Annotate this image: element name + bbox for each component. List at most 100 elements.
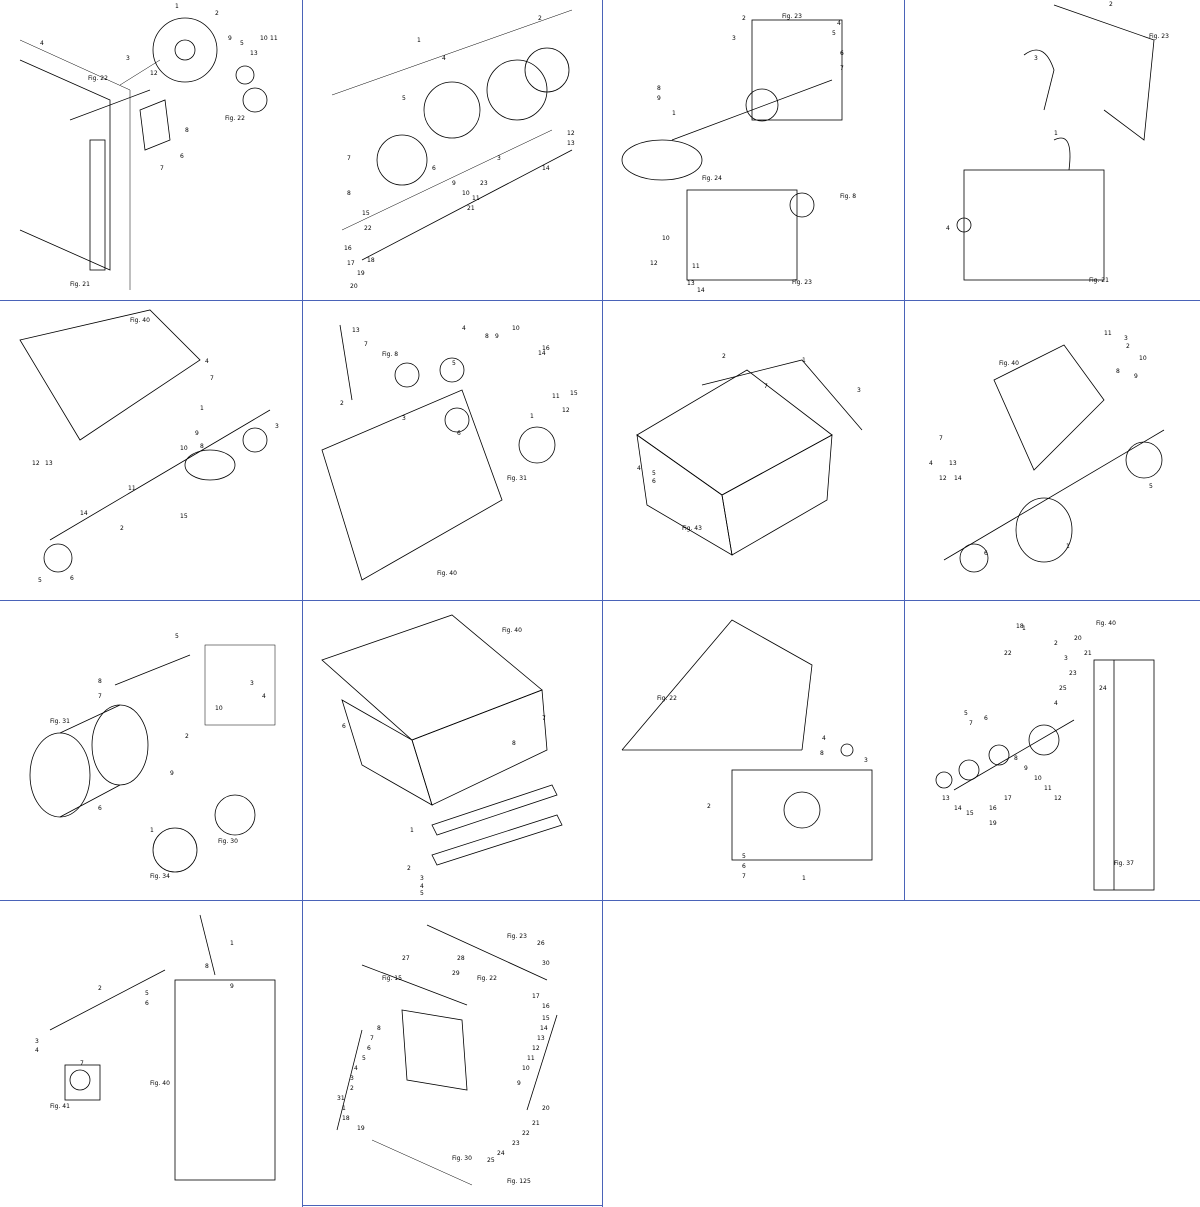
svg-text:2: 2	[215, 10, 219, 17]
svg-text:13: 13	[949, 460, 957, 467]
svg-text:9: 9	[195, 430, 199, 437]
svg-text:18: 18	[342, 1115, 350, 1122]
svg-text:22: 22	[364, 225, 372, 232]
diagram-panel-1[interactable]: Fig. 22 Fig. 21 Fig. 22 1 2 3 4 5 6 7 8 …	[0, 0, 300, 300]
exploded-view-sprocket-housing: Fig. 8 Fig. 31 Fig. 40 1 2 3 4 5 6 7 8 9…	[321, 324, 578, 581]
svg-text:5: 5	[742, 853, 746, 860]
svg-text:5: 5	[145, 990, 149, 997]
grid-separator	[0, 900, 1200, 901]
exploded-view-shaft-frame: Fig. 40 Fig. 37 1 2 3 4 5 6 7 8 9 10 11 …	[935, 620, 1155, 891]
svg-text:1: 1	[1054, 130, 1058, 137]
svg-text:3: 3	[350, 1075, 354, 1082]
svg-text:10: 10	[180, 445, 188, 452]
svg-text:1: 1	[417, 37, 421, 44]
diagram-panel-12[interactable]: Fig. 40 Fig. 37 1 2 3 4 5 6 7 8 9 10 11 …	[904, 600, 1200, 900]
svg-text:31: 31	[337, 1095, 345, 1102]
diagram-panel-10[interactable]: Fig. 40 1 2 3 4 5 6 7 8	[302, 600, 602, 900]
svg-text:13: 13	[352, 327, 360, 334]
svg-text:11: 11	[472, 195, 480, 202]
diagram-panel-9[interactable]: Fig. 31 Fig. 30 Fig. 34 1 2 3 4 5 6 7 8 …	[0, 600, 300, 900]
svg-text:20: 20	[542, 1105, 550, 1112]
diagram-panel-4[interactable]: Fig. 23 Fig. 21 1 2 3 4	[904, 0, 1200, 300]
svg-text:3: 3	[275, 423, 279, 430]
svg-text:2: 2	[707, 803, 711, 810]
callout-label: Fig. 37	[1114, 860, 1134, 867]
diagram-panel-14[interactable]: Fig. 23 Fig. 22 Fig. 15 Fig. 30 Fig. 125…	[302, 900, 602, 1200]
svg-text:7: 7	[969, 720, 973, 727]
svg-text:5: 5	[362, 1055, 366, 1062]
svg-text:1: 1	[230, 940, 234, 947]
svg-text:1: 1	[672, 110, 676, 117]
svg-text:22: 22	[1004, 650, 1012, 657]
diagram-panel-11[interactable]: Fig. 22 1 2 3 4 5 6 7 8	[602, 600, 902, 900]
callout-label: Fig. 23	[1149, 33, 1169, 40]
svg-text:10: 10	[215, 705, 223, 712]
svg-text:22: 22	[522, 1130, 530, 1137]
svg-text:6: 6	[432, 165, 436, 172]
svg-text:12: 12	[567, 130, 575, 137]
svg-text:9: 9	[1134, 373, 1138, 380]
exploded-view-housing-shaft: Fig. 40 1 2 3 4 5 6 7 8 9 10 11 12 13 14…	[19, 309, 279, 584]
svg-text:11: 11	[527, 1055, 535, 1062]
diagram-panel-2[interactable]: 1 2 3 4 5 6 7 8 9 10 11 12 13 14 15 16 1…	[302, 0, 602, 300]
exploded-view-drum-chain: Fig. 31 Fig. 30 Fig. 34 1 2 3 4 5 6 7 8 …	[29, 633, 276, 880]
svg-text:2: 2	[1126, 343, 1130, 350]
exploded-view-chute-frame: Fig. 23 Fig. 21 1 2 3 4	[946, 1, 1169, 284]
callout-label: Fig. 21	[1089, 277, 1109, 284]
svg-text:1: 1	[410, 827, 414, 834]
svg-text:11: 11	[128, 485, 136, 492]
svg-text:8: 8	[205, 963, 209, 970]
svg-text:5: 5	[240, 40, 244, 47]
callout-label: Fig. 23	[782, 13, 802, 20]
svg-text:4: 4	[637, 465, 641, 472]
svg-text:14: 14	[80, 510, 88, 517]
svg-text:1: 1	[1066, 543, 1070, 550]
diagram-panel-3[interactable]: Fig. 23 Fig. 24 Fig. 8 Fig. 23 1 2 3 4 5…	[602, 0, 902, 300]
svg-text:25: 25	[487, 1157, 495, 1164]
svg-text:4: 4	[837, 20, 841, 27]
callout-label: Fig. 22	[657, 695, 677, 702]
diagram-panel-13[interactable]: Fig. 41 Fig. 40 1 2 3 4 5 6 7 8 9	[0, 900, 300, 1200]
svg-text:12: 12	[939, 475, 947, 482]
callout-label: Fig. 31	[507, 475, 527, 482]
svg-text:4: 4	[946, 225, 950, 232]
svg-text:17: 17	[1004, 795, 1012, 802]
grid-separator	[602, 0, 603, 1207]
svg-text:4: 4	[1054, 700, 1058, 707]
svg-text:15: 15	[362, 210, 370, 217]
svg-text:10: 10	[462, 190, 470, 197]
svg-text:28: 28	[457, 955, 465, 962]
svg-text:5: 5	[452, 360, 456, 367]
svg-text:16: 16	[344, 245, 352, 252]
svg-text:4: 4	[442, 55, 446, 62]
svg-text:10: 10	[1034, 775, 1042, 782]
svg-text:6: 6	[145, 1000, 149, 1007]
exploded-view-gearbox: 1 2 3 4 5 6 7 8 9 10 11 12 13 14 15 16 1…	[331, 9, 575, 290]
callout-label: Fig. 21	[70, 281, 90, 288]
svg-text:4: 4	[420, 883, 424, 890]
svg-text:19: 19	[357, 1125, 365, 1132]
svg-text:8: 8	[485, 333, 489, 340]
svg-text:6: 6	[840, 50, 844, 57]
diagram-panel-7[interactable]: Fig. 43 1 2 3 4 5 6 7	[602, 300, 902, 600]
svg-text:12: 12	[150, 70, 158, 77]
svg-text:6: 6	[367, 1045, 371, 1052]
diagram-panel-8[interactable]: Fig. 40 1 2 3 4 5 6 7 8 9 10 11 12 13 14	[904, 300, 1200, 600]
callout-label: Fig. 8	[840, 193, 856, 200]
svg-text:24: 24	[497, 1150, 505, 1157]
svg-text:3: 3	[402, 415, 406, 422]
grid-separator	[302, 1205, 602, 1206]
svg-text:1: 1	[530, 413, 534, 420]
callout-label: Fig. 22	[88, 75, 108, 82]
diagram-panel-5[interactable]: Fig. 40 1 2 3 4 5 6 7 8 9 10 11 12 13 14…	[0, 300, 300, 600]
svg-text:2: 2	[350, 1085, 354, 1092]
svg-text:10: 10	[260, 35, 268, 42]
diagram-panel-6[interactable]: Fig. 8 Fig. 31 Fig. 40 1 2 3 4 5 6 7 8 9…	[302, 300, 602, 600]
svg-text:1: 1	[802, 357, 806, 364]
svg-text:16: 16	[542, 345, 550, 352]
exploded-view-linkage-frame: Fig. 41 Fig. 40 1 2 3 4 5 6 7 8 9	[35, 914, 276, 1181]
svg-text:12: 12	[650, 260, 658, 267]
svg-text:7: 7	[80, 1060, 84, 1067]
svg-text:7: 7	[840, 65, 844, 72]
exploded-view-housing-scrapers: Fig. 40 1 2 3 4 5 6 7 8	[321, 614, 563, 897]
